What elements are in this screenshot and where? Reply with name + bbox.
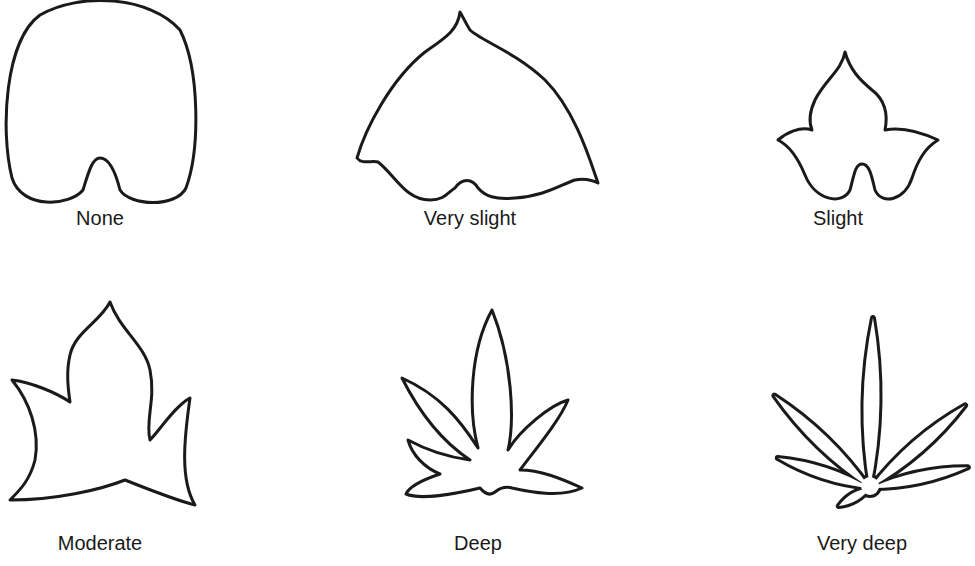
leaf-outline	[10, 302, 195, 505]
lobing-label: Deep	[454, 531, 502, 555]
leaf-outline	[357, 12, 598, 200]
leaf-outline	[770, 318, 970, 510]
leaf-fill	[770, 318, 970, 510]
lobing-label: Moderate	[58, 531, 143, 555]
leaf-outline	[778, 52, 938, 199]
lobing-label: Very slight	[424, 206, 516, 230]
leaf-outline	[6, 1, 196, 203]
lobing-label: Slight	[813, 206, 863, 230]
lobing-label: None	[76, 206, 124, 230]
lobing-label: Very deep	[817, 531, 907, 555]
leaf-outline	[402, 310, 582, 496]
